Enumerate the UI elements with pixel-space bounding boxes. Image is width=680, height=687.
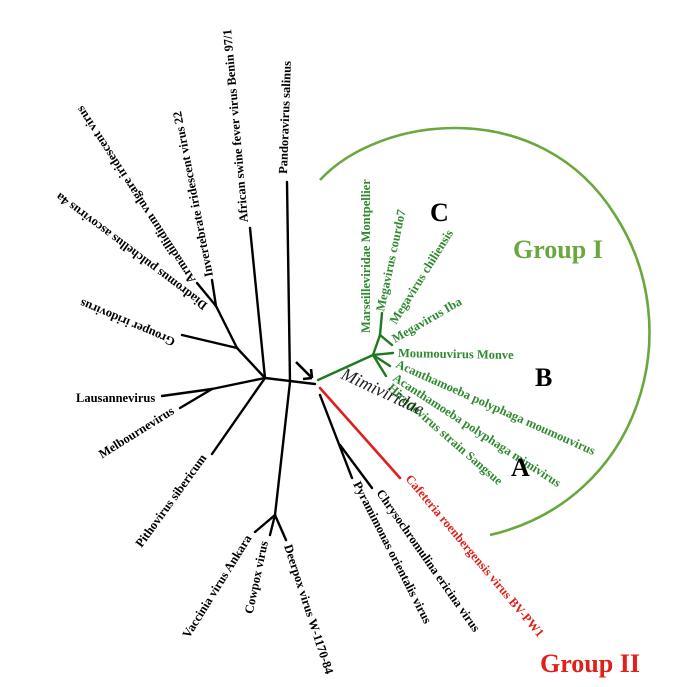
label-melbourne: Melbournevirus <box>96 404 177 462</box>
branches-black <box>160 180 374 542</box>
group-1-label: Group I <box>513 235 603 264</box>
group-1-arc <box>319 126 651 537</box>
clade-letter-a: A <box>511 453 530 482</box>
branch-cafeteria <box>318 386 402 480</box>
branches-mimiviridae <box>316 311 395 382</box>
label-pithovirus: Pithovirus sibericum <box>133 451 210 550</box>
clade-letter-c: C <box>430 198 449 227</box>
label-grouper: Grouper iridovirus <box>78 296 177 349</box>
group-2-label: Group II <box>540 649 640 678</box>
label-deerpox: Deerpox virus W-1170-84 <box>281 543 336 677</box>
label-asfv: African swine fever virus Benin 97/1 <box>220 29 251 223</box>
label-marseille: Marseilleviridae Montpellier <box>359 179 373 333</box>
label-lausanne: Lausannevirus <box>76 391 155 405</box>
label-vaccinia: Vaccinia virus Ankara <box>180 532 255 641</box>
clade-letter-b: B <box>535 363 552 392</box>
label-monve: Moumouvirus Monve <box>398 346 514 362</box>
label-diadromus: Diadromus pulchellus ascovirus 4a <box>53 189 210 312</box>
label-pandoravirus: Pandoravirus salinus <box>276 61 294 174</box>
node-arrow-icon <box>295 361 314 381</box>
